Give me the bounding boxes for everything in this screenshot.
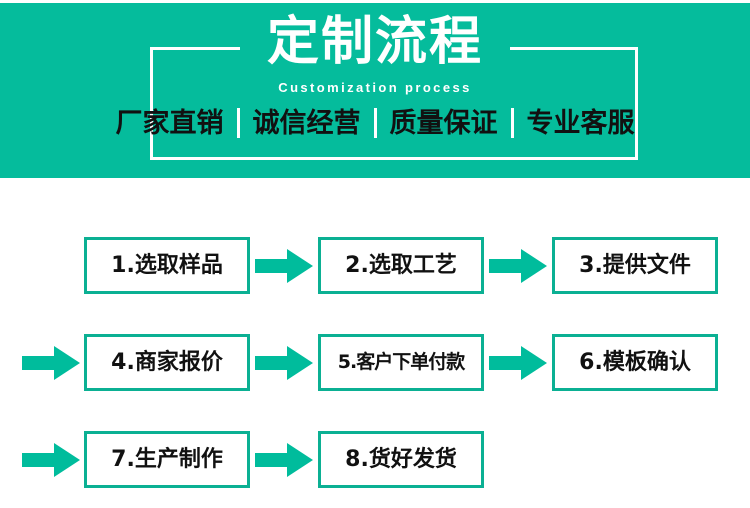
step-label-3: 3.提供文件: [579, 252, 691, 278]
tagline-integrity: 诚信经营: [252, 107, 361, 139]
step-label-7: 7.生产制作: [111, 446, 223, 472]
step-box-2: 2.选取工艺: [318, 237, 484, 294]
step-box-3: 3.提供文件: [552, 237, 718, 294]
tagline-divider-3: [510, 108, 514, 138]
step-label-5: 5.客户下单付款: [337, 351, 465, 373]
banner-frame-top-gap: [240, 43, 510, 55]
step-label-2: 2.选取工艺: [345, 252, 457, 278]
tagline-divider-1: [236, 108, 240, 138]
tagline-quality: 质量保证: [389, 107, 498, 139]
step-label-8: 8.货好发货: [345, 446, 457, 472]
arrow-right-icon-4-5: [250, 345, 318, 381]
header-banner: 定制流程 Customization process 厂家直销 诚信经营 质量保…: [0, 3, 750, 178]
step-box-7: 7.生产制作: [84, 431, 250, 488]
arrow-right-icon-1-2: [250, 248, 318, 284]
arrow-right-icon-7-8: [250, 442, 318, 478]
step-box-1: 1.选取样品: [84, 237, 250, 294]
page-subtitle: Customization process: [278, 80, 472, 95]
step-box-6: 6.模板确认: [552, 334, 718, 391]
tagline-service: 专业客服: [526, 107, 635, 139]
flow-row-3: 7.生产制作 8.货好发货: [0, 411, 750, 508]
arrow-right-icon-row2-lead: [18, 345, 84, 381]
process-flow-diagram: 1.选取样品 2.选取工艺 3.提供文件: [0, 178, 750, 508]
flow-row-1: 1.选取样品 2.选取工艺 3.提供文件: [0, 217, 750, 314]
tagline-factory-direct: 厂家直销: [115, 107, 224, 139]
page-title: 定制流程: [266, 12, 483, 72]
arrow-right-icon-2-3: [484, 248, 552, 284]
arrow-right-icon-5-6: [484, 345, 552, 381]
step-label-4: 4.商家报价: [111, 349, 223, 375]
arrow-right-icon-row3-lead: [18, 442, 84, 478]
step-label-1: 1.选取样品: [111, 252, 223, 278]
tagline-divider-2: [373, 108, 377, 138]
step-label-6: 6.模板确认: [579, 349, 691, 375]
step-box-5: 5.客户下单付款: [318, 334, 484, 391]
step-box-4: 4.商家报价: [84, 334, 250, 391]
flow-row-2: 4.商家报价 5.客户下单付款 6.模板确认: [0, 314, 750, 411]
step-box-8: 8.货好发货: [318, 431, 484, 488]
tagline-row: 厂家直销 诚信经营 质量保证 专业客服: [0, 108, 750, 138]
